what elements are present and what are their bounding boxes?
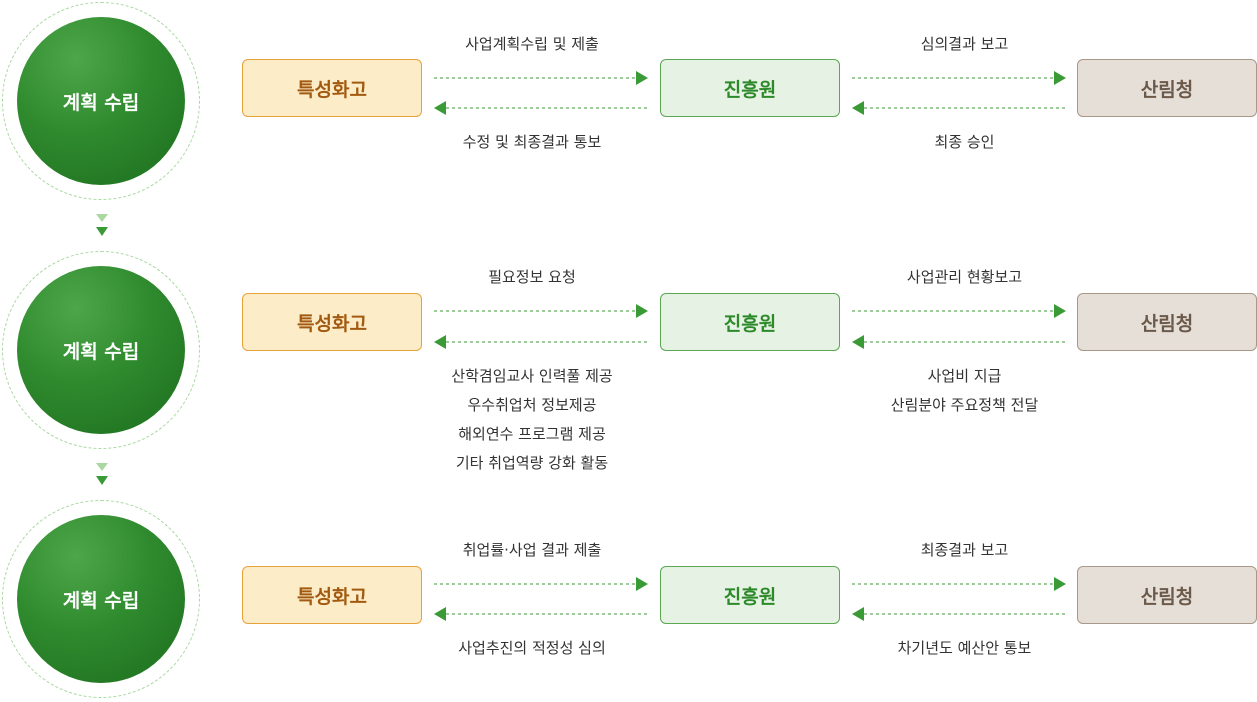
label-b-to-a: 사업추진의 적정성 심의 [432, 634, 632, 663]
label-line: 차기년도 예산안 통보 [897, 639, 1032, 657]
node-forest-service: 산림청 [1077, 566, 1257, 624]
chevron-down-icon [96, 214, 108, 236]
arrow-left-icon [852, 101, 864, 115]
process-row-3: 계획 수립 특성화고 진흥원 산림청 취업률·사업 결과 제출 사업추진의 적정… [0, 500, 1257, 700]
node-school-label: 특성화고 [297, 585, 367, 608]
label-line: 해외연수 프로그램 제공 [458, 425, 606, 443]
process-row-1: 계획 수립 특성화고 진흥원 산림청 사업계획수립 및 제출 수정 및 최종결과… [0, 2, 1257, 202]
node-school-label: 특성화고 [297, 312, 367, 335]
stage-label: 계획 수립 [62, 589, 140, 612]
node-agency: 진흥원 [660, 293, 840, 351]
label-line: 필요정보 요청 [488, 268, 576, 286]
label-a-to-b: 취업률·사업 결과 제출 [432, 536, 632, 565]
flow-arrows [434, 71, 1066, 115]
node-agency-label: 진흥원 [723, 585, 777, 608]
node-agency-label: 진흥원 [723, 78, 777, 101]
arrow-left-icon [434, 607, 446, 621]
stage-circle: 계획 수립 [17, 515, 185, 683]
node-forest-service: 산림청 [1077, 293, 1257, 351]
node-forest-service-label: 산림청 [1140, 585, 1194, 608]
label-line: 사업관리 현황보고 [906, 268, 1023, 286]
label-line: 수정 및 최종결과 통보 [462, 133, 602, 151]
node-agency-label: 진흥원 [723, 312, 777, 335]
label-b-to-a: 수정 및 최종결과 통보 [432, 128, 632, 157]
node-school: 특성화고 [242, 566, 422, 624]
label-c-to-b: 사업비 지급 산림분야 주요정책 전달 [862, 362, 1067, 420]
label-b-to-c: 심의결과 보고 [862, 30, 1067, 59]
arrow-left-icon [434, 335, 446, 349]
flow-arrows [434, 577, 1066, 621]
stage-circle-ring [2, 251, 200, 449]
label-line: 사업계획수립 및 제출 [465, 35, 599, 53]
label-line: 기타 취업역량 강화 활동 [455, 454, 609, 472]
label-line: 산림분야 주요정책 전달 [890, 396, 1039, 414]
label-a-to-b: 필요정보 요청 [432, 263, 632, 292]
label-c-to-b: 최종 승인 [862, 128, 1067, 157]
label-b-to-c: 최종결과 보고 [862, 536, 1067, 565]
arrow-right-icon [636, 577, 648, 591]
arrow-left-icon [852, 335, 864, 349]
node-forest-service: 산림청 [1077, 59, 1257, 117]
chevron-down-icon [96, 463, 108, 485]
arrow-left-icon [852, 607, 864, 621]
stage-circle: 계획 수립 [17, 266, 185, 434]
process-row-2: 계획 수립 특성화고 진흥원 산림청 필요정보 요청 산학겸임교사 인력풀 제공… [0, 251, 1257, 472]
arrow-right-icon [636, 304, 648, 318]
node-school: 특성화고 [242, 293, 422, 351]
node-forest-service-label: 산림청 [1140, 78, 1194, 101]
node-school: 특성화고 [242, 59, 422, 117]
label-b-to-c: 사업관리 현황보고 [862, 263, 1067, 292]
stage-label: 계획 수립 [62, 340, 140, 363]
label-c-to-b: 차기년도 예산안 통보 [862, 634, 1067, 663]
flow-arrows [434, 304, 1066, 349]
node-agency: 진흥원 [660, 59, 840, 117]
label-line: 취업률·사업 결과 제출 [462, 541, 602, 559]
label-line: 최종결과 보고 [920, 541, 1009, 559]
label-a-to-b: 사업계획수립 및 제출 [432, 30, 632, 59]
label-line: 사업비 지급 [927, 367, 1002, 385]
arrow-left-icon [434, 101, 446, 115]
label-line: 산학겸임교사 인력풀 제공 [451, 367, 613, 385]
node-forest-service-label: 산림청 [1140, 312, 1194, 335]
label-b-to-a: 산학겸임교사 인력풀 제공 우수취업처 정보제공 해외연수 프로그램 제공 기타… [432, 362, 632, 478]
node-agency: 진흥원 [660, 566, 840, 624]
stage-circle: 계획 수립 [17, 17, 185, 185]
node-school-label: 특성화고 [297, 78, 367, 101]
stage-label: 계획 수립 [62, 91, 140, 114]
arrow-right-icon [1054, 577, 1066, 591]
label-line: 사업추진의 적정성 심의 [458, 639, 606, 657]
stage-circle-ring [2, 2, 200, 200]
label-line: 우수취업처 정보제공 [467, 396, 597, 414]
label-line: 심의결과 보고 [920, 35, 1009, 53]
label-line: 최종 승인 [934, 133, 995, 151]
stage-circle-ring [2, 500, 200, 698]
arrow-right-icon [1054, 71, 1066, 85]
arrow-right-icon [636, 71, 648, 85]
arrow-right-icon [1054, 304, 1066, 318]
